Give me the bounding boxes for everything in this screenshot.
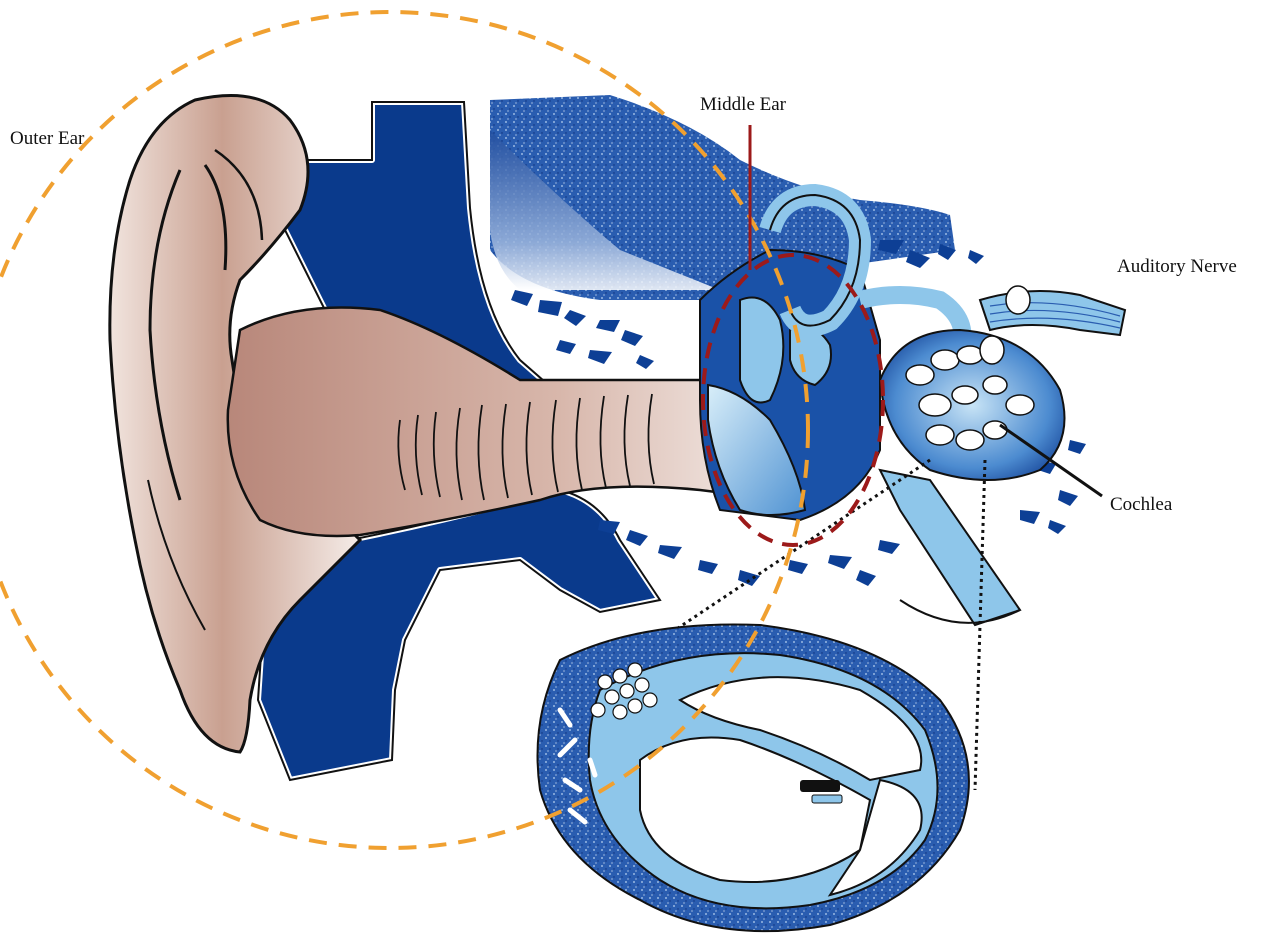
eustachian-tube xyxy=(880,470,1020,625)
auditory-nerve xyxy=(980,286,1125,364)
temporal-bone-region xyxy=(490,95,955,300)
middle-ear-label: Middle Ear xyxy=(700,94,787,115)
cochlea-cross-section xyxy=(538,624,969,931)
auditory-nerve-label: Auditory Nerve xyxy=(1117,256,1237,277)
outer-ear-label: Outer Ear xyxy=(10,128,85,149)
cochlea xyxy=(880,330,1065,480)
cochlea-label: Cochlea xyxy=(1110,494,1173,515)
